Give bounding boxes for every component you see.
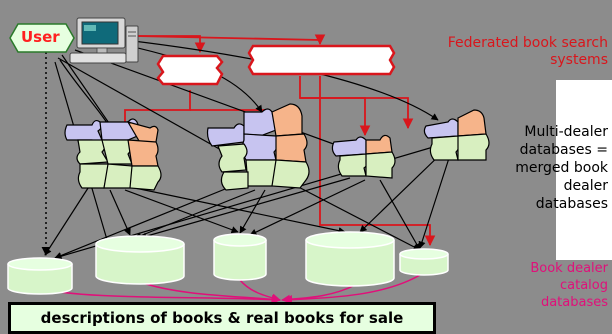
multi-dealer-label: Multi-dealer databases = merged book dea… <box>515 124 608 212</box>
caption-box: descriptions of books & real books for s… <box>8 302 436 334</box>
federated-label: Federated book search systems <box>447 35 608 68</box>
federated-system-box-2 <box>247 44 396 76</box>
federated-system-box-1 <box>156 54 224 86</box>
puzzle-cluster-1 <box>64 118 162 191</box>
user-label: User <box>21 28 60 46</box>
user-badge <box>9 23 75 53</box>
puzzle-cluster-3 <box>331 134 396 179</box>
computer-icon <box>69 17 139 64</box>
dealer-database-3 <box>213 233 267 281</box>
puzzle-to-db-links <box>44 144 451 260</box>
db-to-caption-links <box>39 274 421 305</box>
puzzle-cluster-2 <box>206 103 310 191</box>
dealer-database-4 <box>305 231 395 287</box>
dealer-database-1 <box>7 257 73 295</box>
book-dealer-label: Book dealer catalog databases <box>530 261 608 310</box>
multi-dealer-panel <box>556 80 612 260</box>
dealer-database-2 <box>95 235 185 285</box>
puzzle-cluster-4 <box>423 109 490 161</box>
dealer-database-5 <box>399 248 449 276</box>
